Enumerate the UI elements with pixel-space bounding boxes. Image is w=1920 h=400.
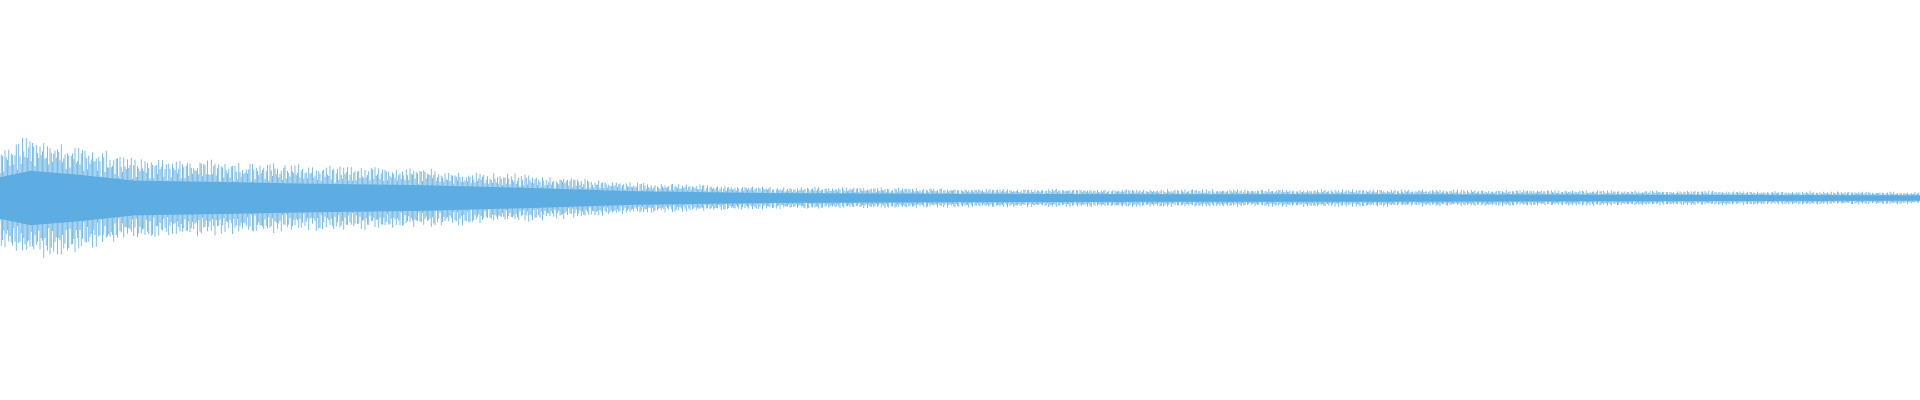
waveform-lines [0,138,1920,258]
waveform-core [0,170,1920,226]
